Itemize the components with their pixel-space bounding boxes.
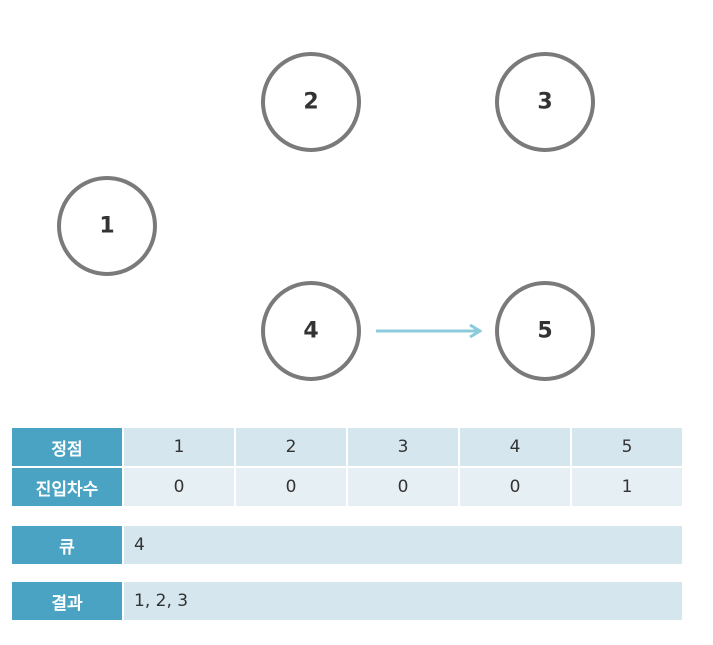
- node-1: 1: [57, 176, 157, 276]
- node-label-1: 1: [99, 214, 114, 239]
- indegree-row: 진입차수 0 0 0 0 1: [12, 468, 682, 506]
- indegree-cell-2: 0: [236, 468, 346, 506]
- queue-row: 큐 4: [12, 526, 682, 564]
- node-circle-3: [495, 52, 595, 152]
- result-label: 결과: [12, 582, 122, 620]
- node-circle-1: [57, 176, 157, 276]
- node-label-3: 3: [537, 90, 552, 115]
- node-2: 2: [261, 52, 361, 152]
- result-row: 결과 1, 2, 3: [12, 582, 682, 620]
- node-4: 4: [261, 281, 361, 381]
- node-circle-5: [495, 281, 595, 381]
- result-value: 1, 2, 3: [124, 582, 682, 620]
- indegree-cell-1: 0: [124, 468, 234, 506]
- vertex-row: 정점 1 2 3 4 5: [12, 428, 682, 466]
- node-label-2: 2: [303, 90, 318, 115]
- vertex-cell-2: 2: [236, 428, 346, 466]
- vertex-header: 정점: [12, 428, 122, 466]
- queue-label: 큐: [12, 526, 122, 564]
- vertex-cell-3: 3: [348, 428, 458, 466]
- indegree-cell-3: 0: [348, 468, 458, 506]
- vertex-cell-5: 5: [572, 428, 682, 466]
- node-3: 3: [495, 52, 595, 152]
- node-circle-4: [261, 281, 361, 381]
- vertex-cell-1: 1: [124, 428, 234, 466]
- indegree-cell-5: 1: [572, 468, 682, 506]
- node-label-5: 5: [537, 319, 552, 344]
- node-label-4: 4: [303, 319, 318, 344]
- node-5: 5: [495, 281, 595, 381]
- node-circle-2: [261, 52, 361, 152]
- indegree-cell-4: 0: [460, 468, 570, 506]
- vertex-cell-4: 4: [460, 428, 570, 466]
- graph-diagram: 1 2 3 4 5: [57, 52, 595, 381]
- queue-value: 4: [124, 526, 682, 564]
- indegree-header: 진입차수: [12, 468, 122, 506]
